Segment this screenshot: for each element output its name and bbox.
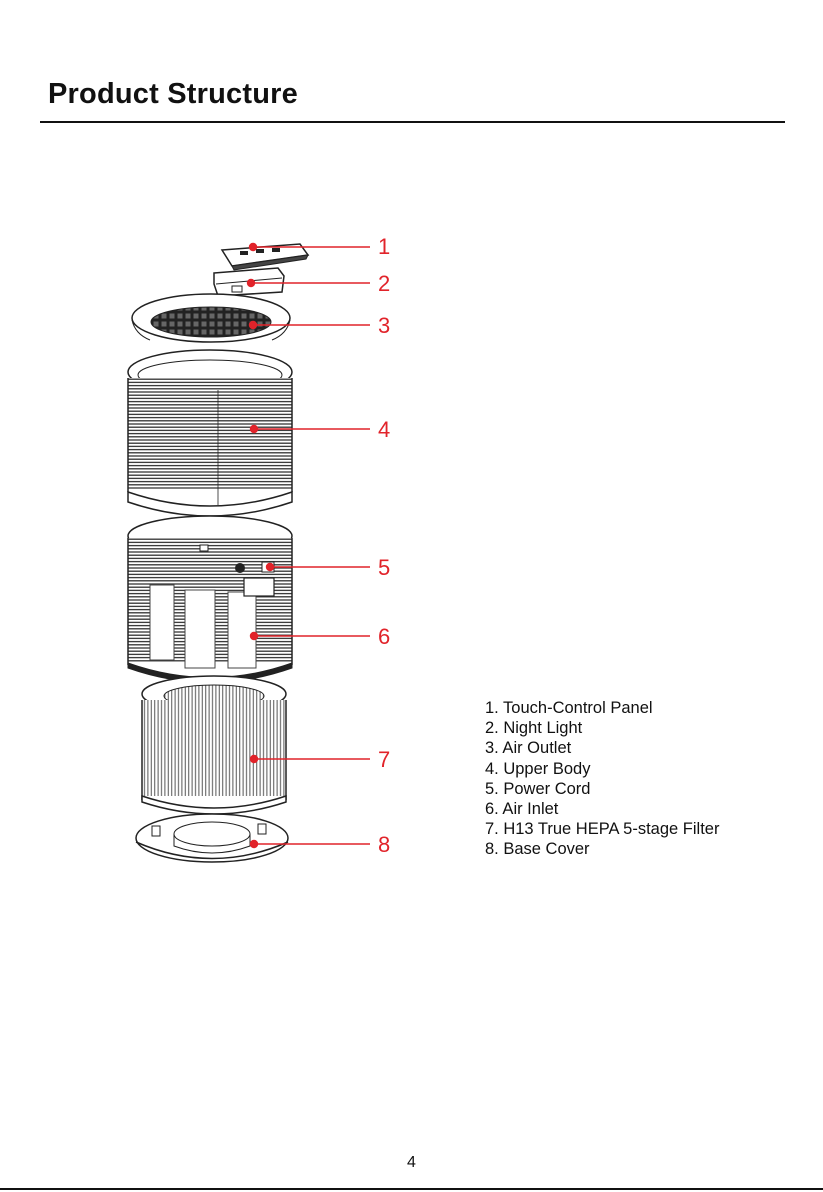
upper-body-part [128, 350, 292, 516]
legend-item: 2. Night Light [485, 718, 719, 738]
callout-2: 2 [378, 271, 390, 296]
callout-5: 5 [378, 555, 390, 580]
legend-item: 1. Touch-Control Panel [485, 698, 719, 718]
callout-1: 1 [378, 234, 390, 259]
air-outlet-part [132, 294, 290, 342]
legend-item: 7. H13 True HEPA 5-stage Filter [485, 819, 719, 839]
callout-4: 4 [378, 417, 390, 442]
callout-6: 6 [378, 624, 390, 649]
touch-control-panel-part [222, 244, 308, 270]
legend-item: 5. Power Cord [485, 779, 719, 799]
page-number: 4 [0, 1154, 823, 1172]
bottom-rule [0, 1188, 823, 1190]
callout-8: 8 [378, 832, 390, 857]
legend-item: 3. Air Outlet [485, 738, 719, 758]
legend-item: 6. Air Inlet [485, 799, 719, 819]
legend-item: 8. Base Cover [485, 839, 719, 859]
parts-legend: 1. Touch-Control Panel 2. Night Light 3.… [485, 698, 719, 860]
lower-body-part [128, 516, 292, 683]
callout-7: 7 [378, 747, 390, 772]
callout-3: 3 [378, 313, 390, 338]
base-cover-part [136, 814, 288, 862]
hepa-filter-part [142, 676, 286, 814]
legend-item: 4. Upper Body [485, 759, 719, 779]
